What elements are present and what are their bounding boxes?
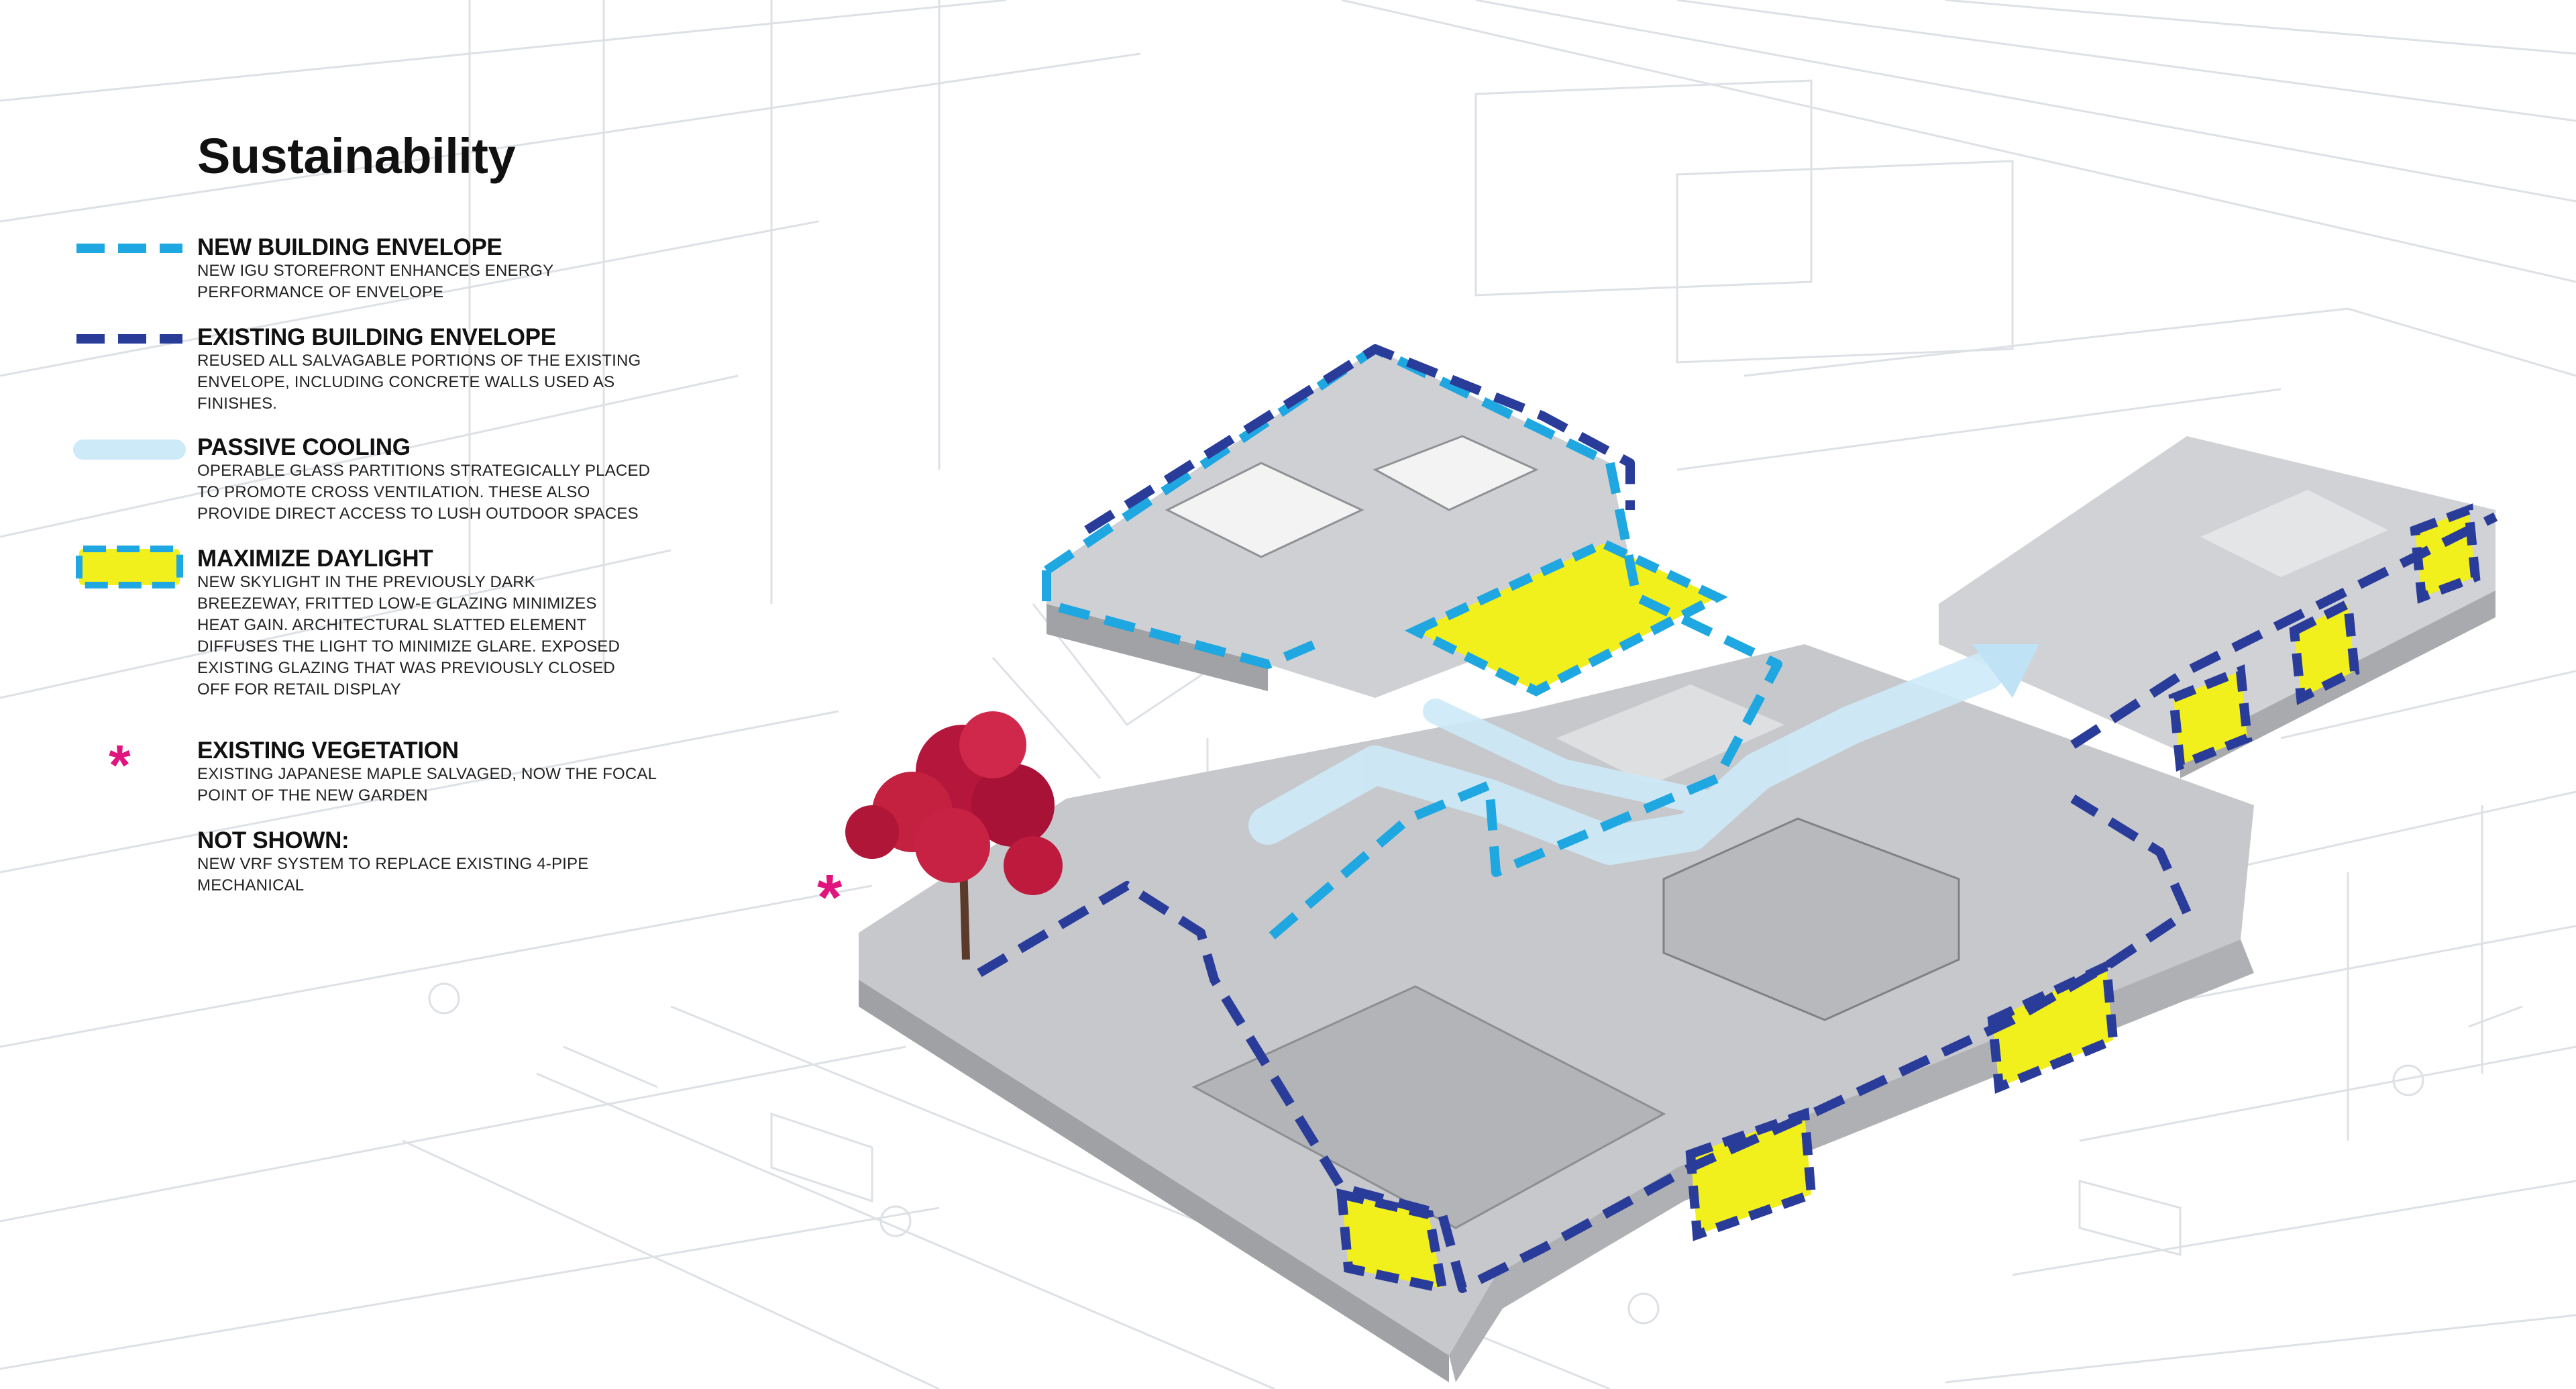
legend-label: MAXIMIZE DAYLIGHT [197,546,433,572]
legend-description: NEW SKYLIGHT IN THE PREVIOUSLY DARK BREE… [197,573,621,699]
passive-cooling-path [1248,652,2005,865]
new-envelope-swatch-icon [76,244,182,253]
legend-label: EXISTING BUILDING ENVELOPE [197,324,556,350]
existing-envelope-outline [977,344,2498,1293]
legend-description: NEW IGU STOREFRONT ENHANCES ENERGY PERFO… [197,262,553,301]
skylight-zone [1404,538,1728,697]
passive-cooling-swatch-icon [73,440,186,460]
main-floor-wall [859,980,1449,1382]
legend-label: NOT SHOWN: [197,827,350,854]
legend-description: NEW VRF SYSTEM TO REPLACE EXISTING 4-PIP… [197,855,589,894]
legend-item-daylight: MAXIMIZE DAYLIGHT NEW SKYLIGHT IN THE PR… [197,546,680,701]
building-axonometric [859,349,2496,1382]
legend-panel: Sustainability * NEW BUILDING ENVELOPE N… [0,0,738,939]
existing-envelope-swatch-icon [76,334,182,344]
main-floor-slab [859,644,2254,1355]
daylight-swatch-icon [76,546,183,588]
legend-item-vegetation: EXISTING VEGETATION EXISTING JAPANESE MA… [197,738,680,807]
legend-description: EXISTING JAPANESE MAPLE SALVAGED, NOW TH… [197,765,657,805]
room-block-upper2 [1373,435,1539,511]
furniture-zone [1556,684,1784,785]
vegetation-asterisk-icon: * [109,733,131,796]
upper-wing-wall [1046,604,1268,691]
core-block [1662,817,1960,1021]
legend-description: REUSED ALL SALVAGABLE PORTIONS OF THE EX… [197,352,641,413]
legend-item-passive-cooling: PASSIVE COOLING OPERABLE GLASS PARTITION… [197,435,680,525]
new-envelope-outline [1042,344,1782,943]
cooling-arrowhead [1972,644,2039,698]
legend-label: EXISTING VEGETATION [197,737,459,764]
legend-item-not-shown: NOT SHOWN: NEW VRF SYSTEM TO REPLACE EXI… [197,828,680,896]
legend-label: PASSIVE COOLING [197,434,411,460]
japanese-maple-tree [845,711,1063,960]
legend-label: NEW BUILDING ENVELOPE [197,234,502,260]
furniture-zone-2 [2200,490,2388,577]
page-title: Sustainability [197,128,516,184]
room-block-upper [1165,462,1364,558]
legend-description: OPERABLE GLASS PARTITIONS STRATEGICALLY … [197,462,651,523]
daylight-window-5 [2289,597,2360,705]
daylight-window-1 [1336,1188,1448,1295]
legend-item-existing-envelope: EXISTING BUILDING ENVELOPE REUSED ALL SA… [197,325,680,415]
daylight-window-4 [2168,664,2253,772]
daylight-window-2 [1685,1107,1817,1241]
tree-asterisk-marker: * [817,862,843,933]
legend-item-new-envelope: NEW BUILDING ENVELOPE NEW IGU STOREFRONT… [197,235,680,303]
auditorium-seating [1191,985,1666,1229]
